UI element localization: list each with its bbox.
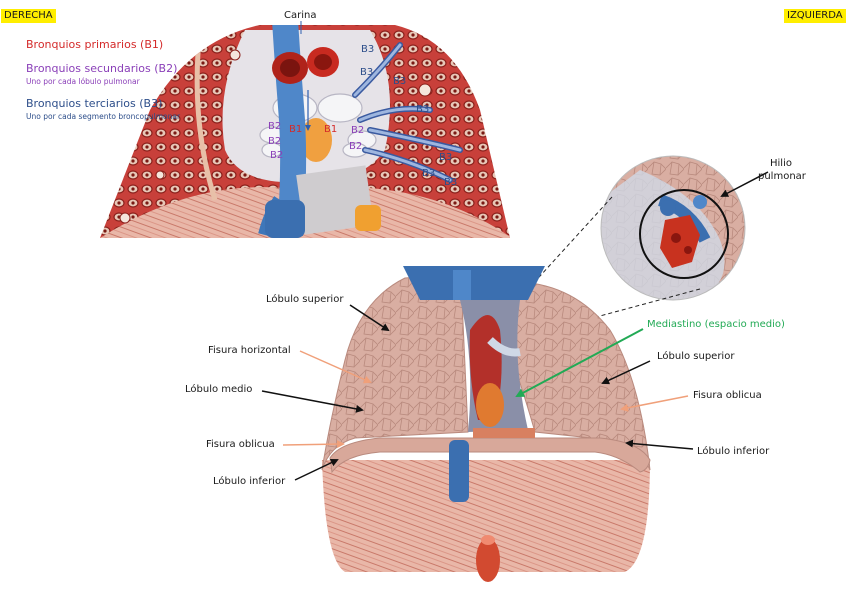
b1-label-left: B1 (324, 124, 338, 135)
b3-label-3: B3 (393, 76, 407, 87)
b1-label-right: B1 (289, 124, 303, 135)
b3-label-5: B3 (439, 152, 453, 163)
left-side-tag: IZQUIERDA (784, 9, 846, 23)
label-hilum-line1: Hilio (770, 158, 792, 169)
bronchi-section-image (100, 25, 510, 238)
b3-label-7: B3 (444, 177, 458, 188)
b2-label-right-lower: B2 (270, 150, 284, 161)
label-horizontal-fissure: Fisura horizontal (208, 345, 291, 356)
b2-label-left-lower: B2 (349, 141, 363, 152)
label-right-inferior-lobe: Lóbulo inferior (213, 476, 286, 487)
b3-label-6: B3 (422, 168, 436, 179)
label-left-superior-lobe: Lóbulo superior (657, 351, 735, 362)
label-mediastinum: Mediastino (espacio medio) (647, 319, 785, 330)
label-left-inferior-lobe: Lóbulo inferior (697, 446, 770, 457)
legend-b2-subtitle: Uno por cada lóbulo pulmonar (26, 77, 140, 86)
legend-b2-title: Bronquios secundarios (B2) (26, 62, 178, 75)
carina-label: Carina (284, 10, 317, 21)
b2-label-left-upper: B2 (351, 125, 365, 136)
label-right-middle-lobe: Lóbulo medio (185, 384, 253, 395)
b3-label-1: B3 (361, 44, 375, 55)
legend-b3-subtitle: Uno por cada segmento broncopulmonar (26, 112, 181, 121)
b3-label-2: B3 (360, 67, 374, 78)
label-hilum-line2: pulmonar (758, 171, 806, 182)
label-right-oblique-fissure: Fisura oblicua (206, 439, 275, 450)
lungs-image (321, 266, 651, 582)
legend-b1-title: Bronquios primarios (B1) (26, 38, 164, 51)
label-left-oblique-fissure: Fisura oblicua (693, 390, 762, 401)
hilum-zoom-image (601, 156, 745, 300)
legend-b3-title: Bronquios terciarios (B3) (26, 97, 163, 110)
label-right-superior-lobe: Lóbulo superior (266, 294, 344, 305)
b2-label-right-middle: B2 (268, 136, 282, 147)
right-side-tag: DERECHA (1, 9, 56, 23)
b2-label-right-upper: B2 (268, 121, 282, 132)
b3-label-4: B3 (416, 104, 430, 115)
